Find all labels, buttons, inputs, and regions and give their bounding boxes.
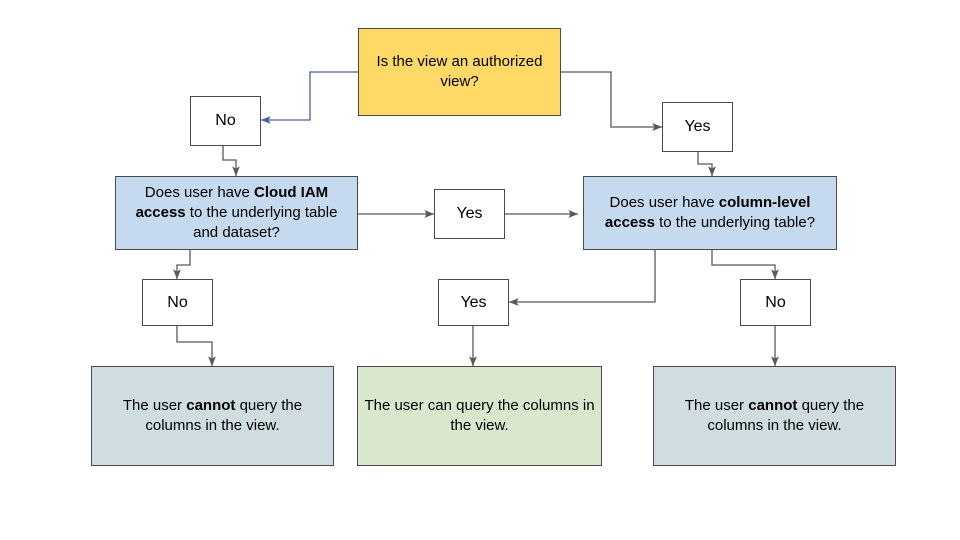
iam-line1-pre: Does user have — [144, 184, 255, 202]
outcome-left-pre: The user — [122, 397, 187, 415]
col-line1: Does user have — [609, 194, 715, 212]
node-outcome-right-deny-label: The user cannot query the columns in the… — [660, 396, 889, 436]
node-branch-yes-top-label: Yes — [684, 118, 711, 136]
node-branch-no-top-label: No — [215, 112, 236, 130]
node-outcome-middle-allow-label: The user can query the columns in the vi… — [364, 397, 595, 434]
node-decision-cloud-iam[interactable]: Does user have Cloud IAM access to the u… — [115, 176, 358, 250]
node-branch-no-top[interactable]: No — [190, 96, 261, 146]
col-line2-bold: column-level access — [604, 194, 811, 231]
node-outcome-left-deny[interactable]: The user cannot query the columns in the… — [91, 366, 334, 466]
node-outcome-right-deny[interactable]: The user cannot query the columns in the… — [653, 366, 896, 466]
node-outcome-left-deny-label: The user cannot query the columns in the… — [98, 396, 327, 436]
col-line2-post: to the — [654, 214, 697, 231]
outcome-left-bold: cannot — [186, 397, 236, 415]
col-line3: underlying table? — [700, 214, 816, 231]
node-start-question[interactable]: Is the view an authorized view? — [358, 28, 561, 116]
node-decision-column-level-label: Does user have column-level access to th… — [590, 193, 830, 233]
node-branch-no-right-label: No — [765, 293, 786, 311]
node-outcome-middle-allow[interactable]: The user can query the columns in the vi… — [357, 366, 602, 466]
node-branch-yes-middle-label: Yes — [456, 205, 483, 223]
iam-line2-post: to the underlying — [185, 204, 301, 222]
node-decision-cloud-iam-label: Does user have Cloud IAM access to the u… — [122, 183, 351, 242]
iam-line1-bold: Cloud IAM — [254, 184, 329, 202]
node-start-question-label: Is the view an authorized view? — [376, 53, 543, 90]
node-branch-no-right[interactable]: No — [740, 279, 811, 326]
node-branch-no-left[interactable]: No — [142, 279, 213, 326]
outcome-right-bold: cannot — [748, 397, 798, 415]
node-decision-column-level[interactable]: Does user have column-level access to th… — [583, 176, 837, 250]
node-branch-yes-top[interactable]: Yes — [662, 102, 733, 152]
node-branch-yes-bottom[interactable]: Yes — [438, 279, 509, 326]
node-branch-no-left-label: No — [167, 293, 188, 311]
iam-line3: table and dataset? — [193, 204, 338, 241]
outcome-right-pre: The user — [684, 397, 749, 415]
outcome-left-post: query the columns in the view. — [145, 397, 303, 434]
iam-line2-bold: access — [135, 204, 186, 222]
node-branch-yes-middle[interactable]: Yes — [434, 189, 505, 239]
outcome-right-post: query the columns in the view. — [707, 397, 865, 434]
node-branch-yes-bottom-label: Yes — [460, 293, 487, 311]
